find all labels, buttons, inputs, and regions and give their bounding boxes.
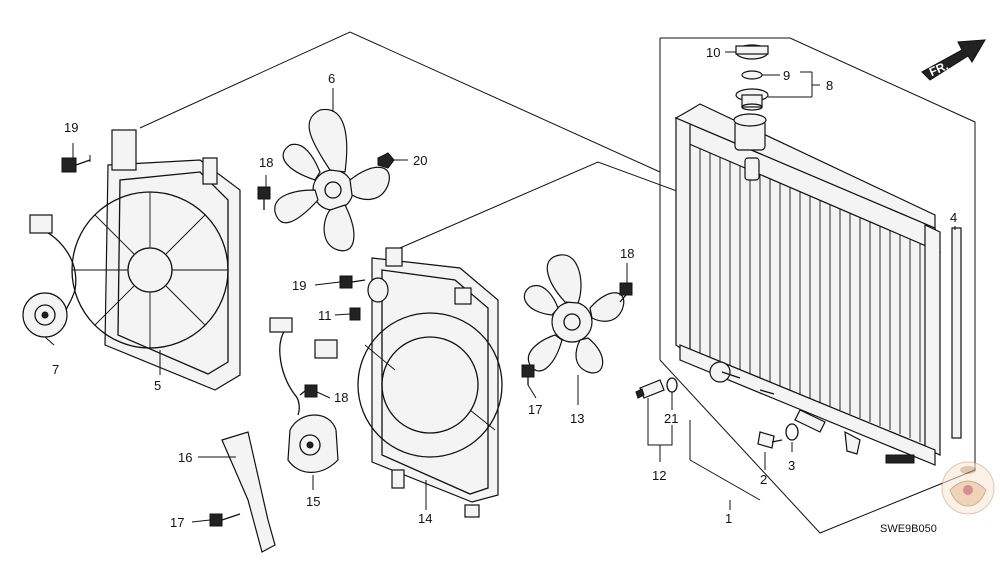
fan-motor-left	[22, 214, 77, 338]
label-17-left: 17	[170, 515, 184, 530]
fan-switch-parts	[635, 377, 678, 399]
label-13: 13	[570, 411, 584, 426]
assembly-boundary-lines	[139, 31, 976, 534]
fan-shroud-right	[357, 247, 503, 518]
label-6: 6	[328, 71, 335, 86]
label-18-right: 18	[620, 246, 634, 261]
label-4: 4	[950, 210, 957, 225]
label-9: 9	[783, 68, 790, 83]
label-2: 2	[760, 472, 767, 487]
diagram-code: SWE9B050	[880, 523, 937, 535]
radiator-assembly	[674, 103, 941, 466]
label-18-mid: 18	[334, 390, 348, 405]
bolt-19b	[339, 275, 366, 289]
bolt-18b	[619, 282, 633, 303]
leader-lines	[44, 51, 956, 523]
label-10: 10	[706, 45, 720, 60]
label-3: 3	[788, 458, 795, 473]
label-21: 21	[664, 411, 678, 426]
label-18-top: 18	[259, 155, 273, 170]
bolt-19a	[61, 157, 91, 173]
radiator-core-fins	[689, 140, 921, 442]
bolt-17b	[209, 513, 241, 527]
watermark-logo	[941, 461, 995, 515]
bolt-18c	[299, 384, 318, 398]
drain-plug-parts	[757, 423, 799, 449]
shroud-bracket	[221, 431, 276, 553]
cooling-fan-right	[523, 254, 625, 374]
front-direction-arrow: FR.	[921, 39, 986, 81]
label-14: 14	[418, 511, 432, 526]
label-16: 16	[178, 450, 192, 465]
label-8: 8	[826, 78, 833, 93]
label-11: 11	[318, 308, 332, 323]
label-5: 5	[154, 378, 161, 393]
clip-11	[349, 307, 361, 321]
label-7: 7	[52, 362, 59, 377]
label-19-mid: 19	[292, 278, 306, 293]
part-labels: 10 9 8 4 2 3 21 12 1 19 18 6 20 19 11 18…	[52, 45, 957, 530]
bolt-17a	[521, 364, 535, 385]
label-12: 12	[652, 468, 666, 483]
radiator-side-seal	[951, 227, 962, 439]
bolt-18a	[257, 186, 271, 210]
fasteners	[61, 157, 633, 527]
label-17-right: 17	[528, 402, 542, 417]
label-15: 15	[306, 494, 320, 509]
fan-motor-right	[269, 317, 339, 473]
fan-shroud-left	[71, 129, 241, 391]
label-1: 1	[725, 511, 732, 526]
label-19-top: 19	[64, 120, 78, 135]
radiator-cap-parts	[735, 44, 769, 111]
cooling-fan-left	[274, 108, 395, 252]
label-20: 20	[413, 153, 427, 168]
